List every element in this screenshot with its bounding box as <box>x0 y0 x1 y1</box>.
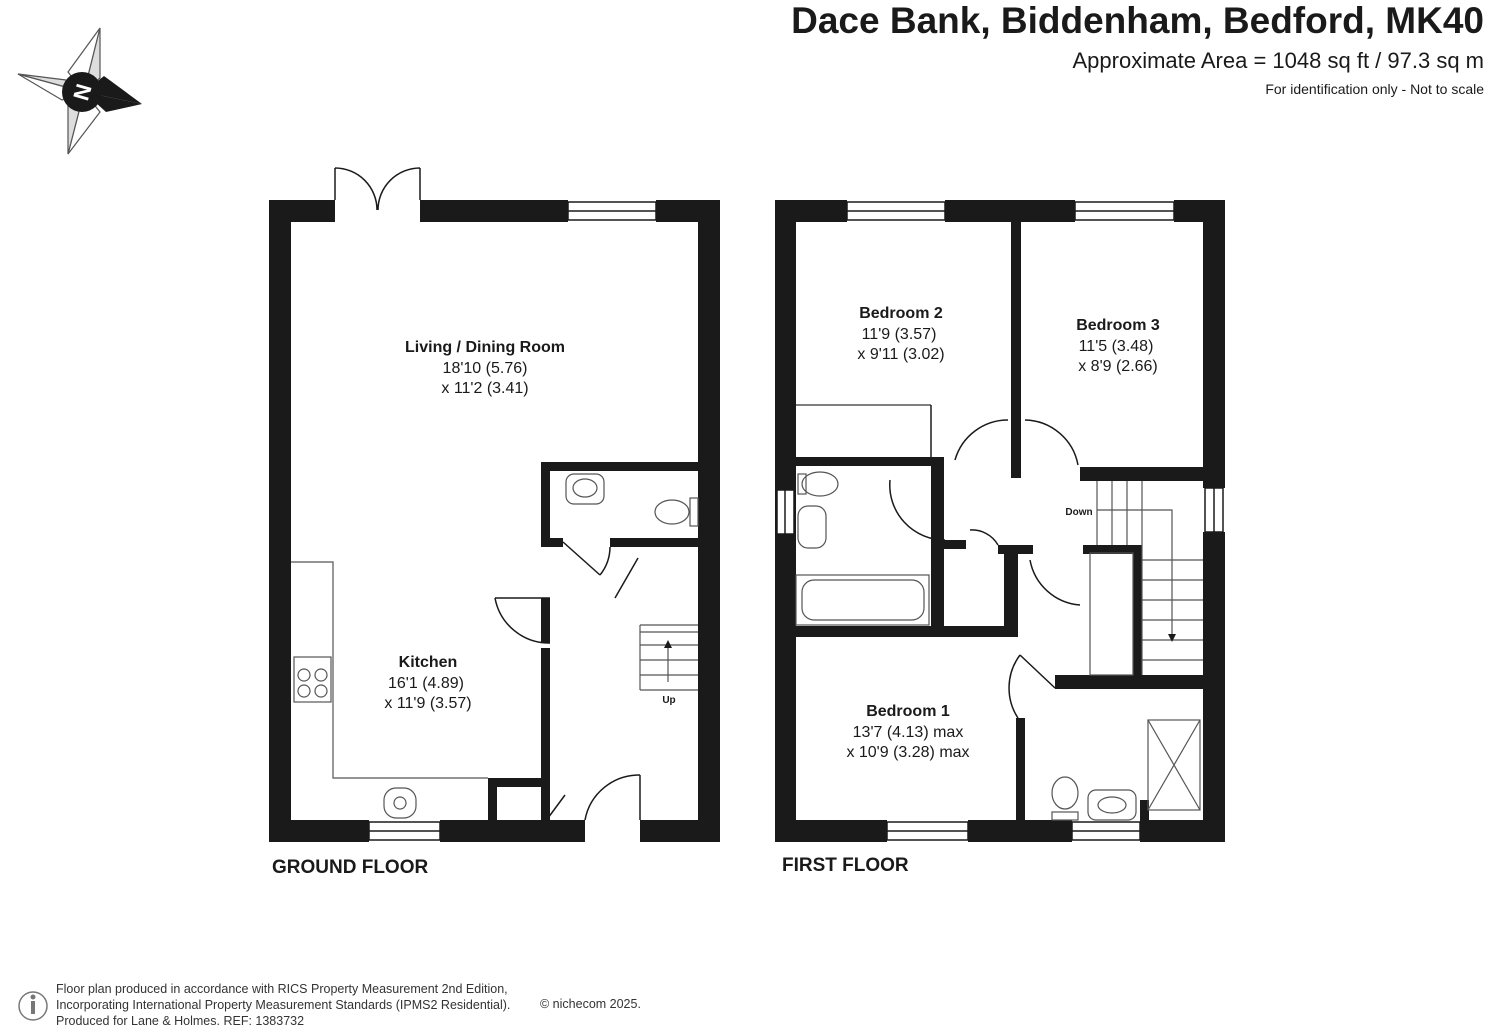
bedroom-2-dim1: 11'9 (3.57) <box>862 326 937 343</box>
property-address-title: Dace Bank, Biddenham, Bedford, MK40 <box>791 0 1484 41</box>
ground-floor-label: GROUND FLOOR <box>272 857 429 878</box>
compass-n-letter: N <box>68 81 96 103</box>
first-floor-plan: Bedroom 2 11'9 (3.57) x 9'11 (3.02) Bedr… <box>775 200 1225 842</box>
living-dining-room-dim2: x 11'2 (3.41) <box>441 380 528 397</box>
identification-note: For identification only - Not to scale <box>1265 81 1484 97</box>
footer-line-1: Floor plan produced in accordance with R… <box>56 982 508 996</box>
living-dining-room-dim1: 18'10 (5.76) <box>443 360 528 377</box>
bedroom-1-dim1: 13'7 (4.13) max <box>853 724 964 741</box>
stairs-down-label: Down <box>1065 507 1092 518</box>
compass-rose-icon: N <box>17 27 142 155</box>
bedroom-3-name: Bedroom 3 <box>1076 317 1160 334</box>
ground-floor-plan: Living / Dining Room 18'10 (5.76) x 11'2… <box>269 167 720 842</box>
bedroom-1-name: Bedroom 1 <box>866 703 950 720</box>
bedroom-2-name: Bedroom 2 <box>859 305 943 322</box>
accessibility-person-icon <box>18 991 48 1021</box>
copyright-notice: © nichecom 2025. <box>540 997 641 1011</box>
approximate-area: Approximate Area = 1048 sq ft / 97.3 sq … <box>1072 48 1484 73</box>
living-dining-room-name: Living / Dining Room <box>405 339 565 356</box>
bedroom-2-dim2: x 9'11 (3.02) <box>857 346 944 363</box>
kitchen-dim1: 16'1 (4.89) <box>388 675 464 692</box>
stairs-up-label: Up <box>662 695 675 706</box>
footer-credits: Floor plan produced in accordance with R… <box>56 981 510 1029</box>
bedroom-1-dim2: x 10'9 (3.28) max <box>846 744 969 761</box>
bedroom-3-dim1: 11'5 (3.48) <box>1079 338 1154 355</box>
first-floor-label: FIRST FLOOR <box>782 855 909 876</box>
footer-line-3: Produced for Lane & Holmes. REF: 1383732 <box>56 1014 305 1028</box>
kitchen-name: Kitchen <box>399 654 458 671</box>
kitchen-dim2: x 11'9 (3.57) <box>384 695 471 712</box>
footer-line-2: Incorporating International Property Mea… <box>56 998 511 1012</box>
bedroom-3-dim2: x 8'9 (2.66) <box>1078 358 1158 375</box>
